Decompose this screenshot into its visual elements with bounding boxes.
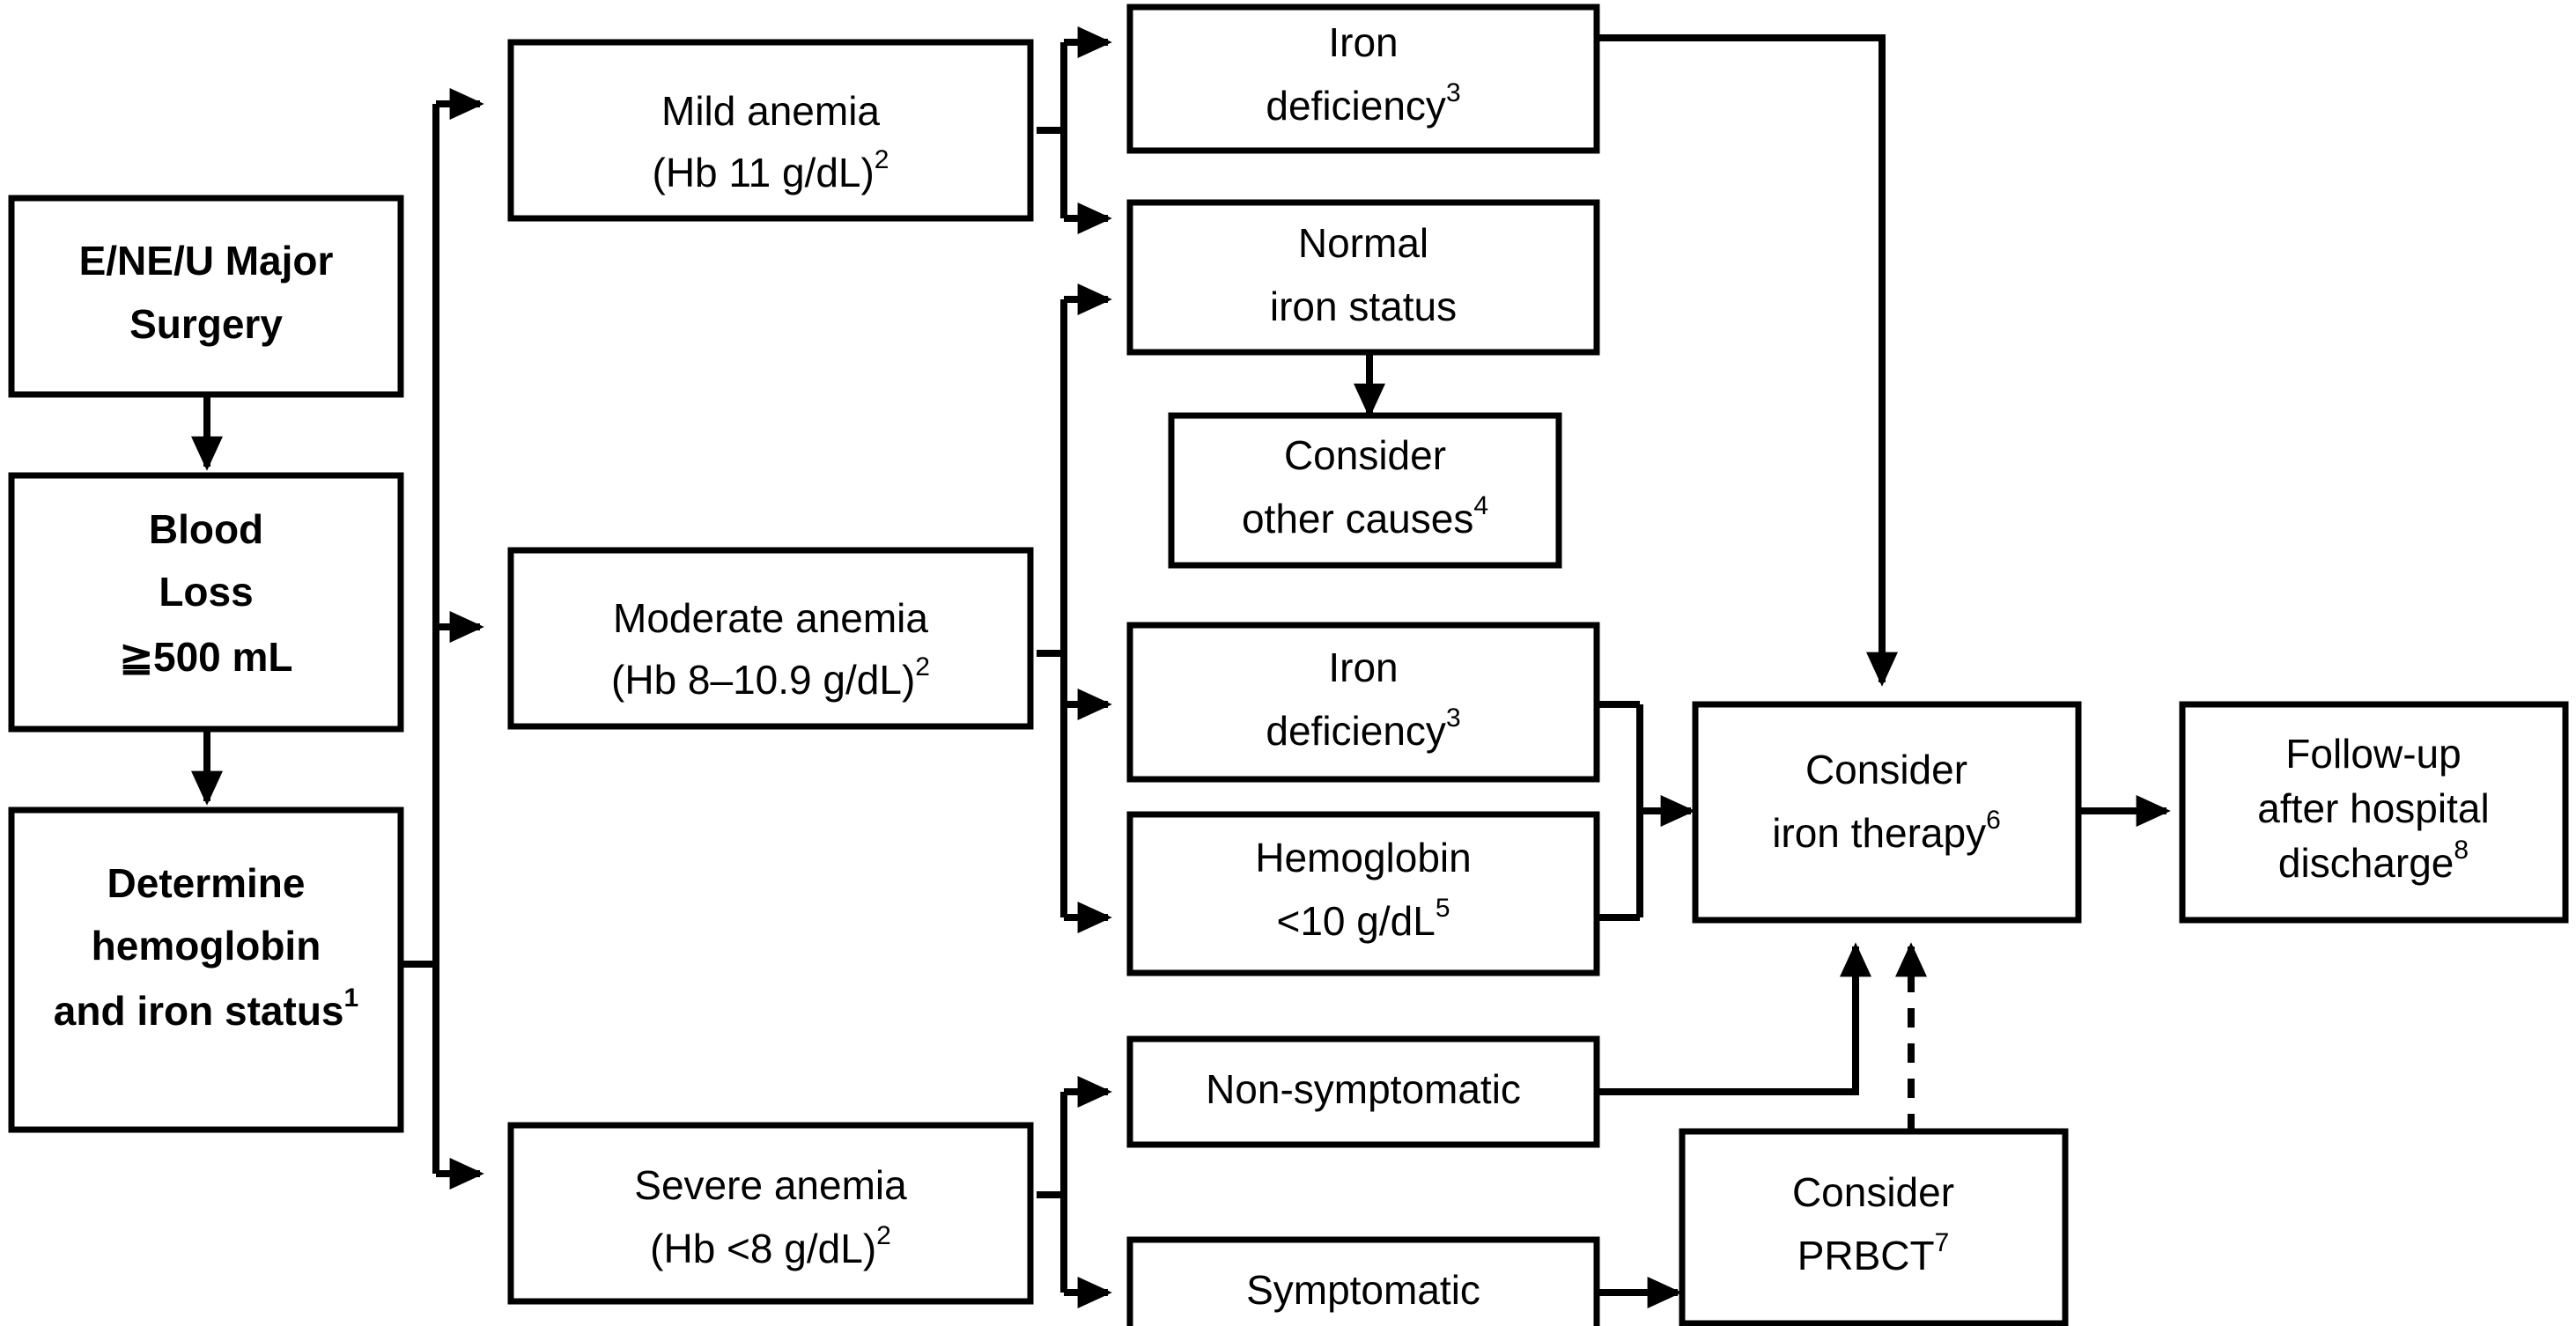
node-mild-line2-text: (Hb 11 g/dL) bbox=[653, 150, 875, 195]
edge-layer bbox=[190, 26, 2171, 1309]
node-surgery-line2: Surgery bbox=[129, 301, 283, 347]
node-moderate-line2: (Hb 8–10.9 g/dL)2 bbox=[611, 652, 930, 703]
node-mild-line2: (Hb 11 g/dL)2 bbox=[653, 145, 889, 195]
node-severe-sup: 2 bbox=[876, 1221, 891, 1250]
node-determine-line2: hemoglobin bbox=[92, 923, 321, 969]
node-non-symptomatic-label: Non-symptomatic bbox=[1206, 1066, 1521, 1112]
node-surgery-line1: E/NE/U Major bbox=[79, 238, 334, 284]
node-non-symptomatic[interactable]: Non-symptomatic bbox=[1126, 1035, 1600, 1148]
node-determine-line1: Determine bbox=[107, 860, 306, 906]
node-blood-loss-line2: Loss bbox=[159, 569, 253, 615]
node-hemoglobin10-sup: 5 bbox=[1436, 894, 1450, 923]
node-followup-sup: 8 bbox=[2454, 836, 2469, 865]
node-hemoglobin10-line2-text: <10 g/dL bbox=[1276, 898, 1435, 944]
node-hemoglobin-under-10[interactable]: Hemoglobin <10 g/dL5 bbox=[1126, 811, 1600, 976]
edge-irondef-top-to-iron-therapy bbox=[1596, 34, 1898, 687]
node-iron-deficiency-top[interactable]: Iron deficiency3 bbox=[1126, 4, 1600, 154]
node-iron-therapy-line2-text: iron therapy bbox=[1772, 810, 1986, 856]
node-irondef-mid-line1: Iron bbox=[1328, 645, 1398, 690]
node-mild-line1: Mild anemia bbox=[661, 88, 880, 134]
node-hemoglobin10-line2: <10 g/dL5 bbox=[1276, 894, 1450, 944]
node-normal-iron-status[interactable]: Normal iron status bbox=[1126, 199, 1600, 356]
node-severe-line2-text: (Hb <8 g/dL) bbox=[650, 1226, 876, 1271]
node-blood-loss[interactable]: Blood Loss ≧500 mL bbox=[8, 472, 404, 733]
node-followup-line3-text: discharge bbox=[2278, 840, 2454, 886]
node-consider-prbct[interactable]: Consider PRBCT7 bbox=[1679, 1128, 2069, 1326]
node-prbct-line2: PRBCT7 bbox=[1797, 1228, 1950, 1278]
node-irondef-mid-line2: deficiency3 bbox=[1266, 704, 1460, 754]
node-determine-sup: 1 bbox=[344, 983, 359, 1013]
node-followup[interactable]: Follow-up after hospital discharge8 bbox=[2179, 701, 2569, 924]
node-followup-line2: after hospital bbox=[2257, 785, 2489, 831]
node-consider-iron-therapy[interactable]: Consider iron therapy6 bbox=[1692, 701, 2082, 924]
node-consider-other-causes[interactable]: Consider other causes4 bbox=[1168, 412, 1562, 569]
node-other-causes-sup: 4 bbox=[1473, 491, 1488, 520]
node-symptomatic-label: Symptomatic bbox=[1246, 1267, 1480, 1313]
node-iron-deficiency-mid[interactable]: Iron deficiency3 bbox=[1126, 622, 1600, 783]
node-prbct-line1: Consider bbox=[1792, 1169, 1954, 1215]
node-normal-iron-line2: iron status bbox=[1270, 284, 1457, 329]
node-iron-therapy-line2: iron therapy6 bbox=[1772, 806, 2001, 856]
node-irondef-top-line2-text: deficiency bbox=[1266, 83, 1446, 129]
node-irondef-top-line2: deficiency3 bbox=[1266, 78, 1460, 129]
node-blood-loss-line3: ≧500 mL bbox=[119, 634, 292, 680]
node-symptomatic[interactable]: Symptomatic bbox=[1126, 1236, 1600, 1326]
node-moderate-anemia[interactable]: Moderate anemia (Hb 8–10.9 g/dL)2 bbox=[507, 547, 1034, 730]
node-prbct-sup: 7 bbox=[1935, 1228, 1950, 1257]
node-irondef-mid-sup: 3 bbox=[1446, 704, 1461, 733]
node-blood-loss-line1: Blood bbox=[149, 506, 263, 552]
node-followup-line1: Follow-up bbox=[2285, 731, 2461, 777]
node-moderate-line1: Moderate anemia bbox=[613, 595, 928, 641]
node-other-causes-line2: other causes4 bbox=[1242, 491, 1488, 541]
node-moderate-line2-text: (Hb 8–10.9 g/dL) bbox=[611, 657, 915, 703]
node-normal-iron-line1: Normal bbox=[1298, 220, 1428, 266]
node-severe-line2: (Hb <8 g/dL)2 bbox=[650, 1221, 891, 1271]
node-iron-therapy-line1: Consider bbox=[1805, 747, 1967, 792]
node-severe-line1: Severe anemia bbox=[634, 1162, 907, 1208]
node-moderate-sup: 2 bbox=[915, 652, 930, 681]
node-surgery[interactable]: E/NE/U Major Surgery bbox=[8, 195, 404, 398]
node-determine-line3: and iron status1 bbox=[54, 983, 358, 1034]
node-severe-anemia[interactable]: Severe anemia (Hb <8 g/dL)2 bbox=[507, 1122, 1034, 1305]
node-irondef-mid-line2-text: deficiency bbox=[1266, 708, 1446, 754]
node-followup-line3: discharge8 bbox=[2278, 836, 2469, 886]
node-iron-therapy-sup: 6 bbox=[1986, 806, 2001, 835]
node-mild-anemia[interactable]: Mild anemia (Hb 11 g/dL)2 bbox=[507, 39, 1034, 222]
node-irondef-top-sup: 3 bbox=[1446, 78, 1461, 107]
node-determine-line3-text: and iron status bbox=[54, 988, 344, 1034]
node-hemoglobin10-line1: Hemoglobin bbox=[1255, 835, 1471, 880]
node-other-causes-line2-text: other causes bbox=[1242, 496, 1473, 541]
node-other-causes-line1: Consider bbox=[1284, 432, 1446, 478]
edge-non-symptomatic-to-iron-therapy bbox=[1596, 942, 1872, 1095]
node-determine-hemoglobin[interactable]: Determine hemoglobin and iron status1 bbox=[8, 807, 404, 1133]
node-irondef-top-line1: Iron bbox=[1328, 19, 1398, 65]
node-prbct-line2-text: PRBCT bbox=[1797, 1233, 1935, 1278]
node-mild-sup: 2 bbox=[875, 145, 889, 174]
